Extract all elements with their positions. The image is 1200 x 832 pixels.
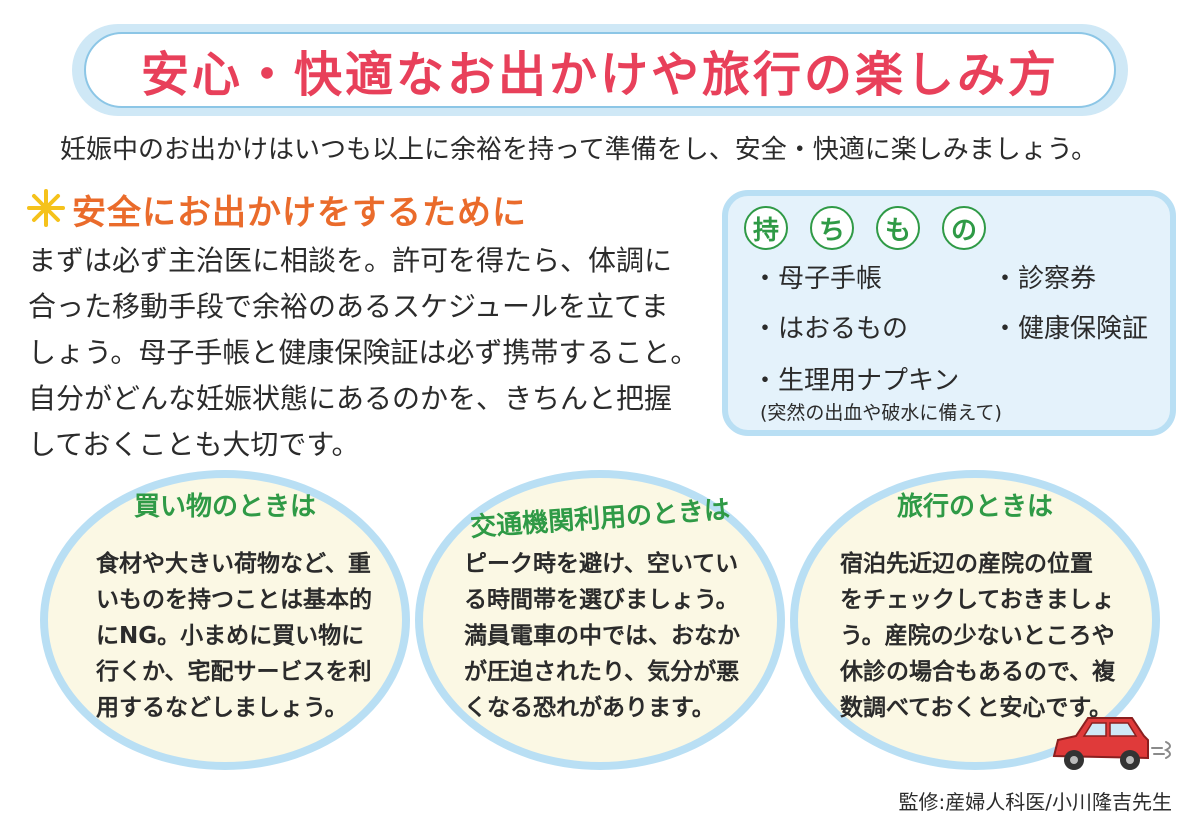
shopping-line: 用するなどしましょう。 xyxy=(96,695,348,721)
belongings-title-char: ち xyxy=(810,206,854,250)
safety-line: しょう。母子手帳と健康保険証は必ず携帯すること。 xyxy=(28,336,699,369)
safety-heading: 安全にお出かけをするために xyxy=(72,193,527,233)
travel-line: 数調べておくと安心です。 xyxy=(840,695,1113,721)
transport-line: ピーク時を避け、空いてい xyxy=(464,551,739,577)
intro-text: 妊娠中のお出かけはいつも以上に余裕を持って準備をし、安全・快適に楽しみましょう。 xyxy=(60,135,1098,165)
page-title: 安心・快適なお出かけや旅行の楽しみ方 xyxy=(140,47,1059,103)
transport-line: が圧迫されたり、気分が悪 xyxy=(464,659,740,685)
safety-line: 自分がどんな妊娠状態にあるのかを、きちんと把握 xyxy=(28,382,673,415)
car-icon xyxy=(1052,717,1171,770)
shopping-title: 買い物のときは xyxy=(133,492,316,522)
shopping-line: 行くか、宅配サービスを利 xyxy=(96,659,372,685)
belongings-title-char: も xyxy=(876,206,920,250)
transport-text: ピーク時を避け、空いてい る時間帯を選びましょう。 満員電車の中では、おなか が… xyxy=(464,546,740,726)
travel-line: う。産院の少ないところや xyxy=(840,623,1115,649)
sun-icon xyxy=(27,189,65,227)
travel-line: 休診の場合もあるので、複 xyxy=(840,659,1116,685)
belongings-item: ・母子手帳 xyxy=(752,264,883,294)
safety-body: まずは必ず主治医に相談を。許可を得たら、体調に 合った移動手段で余裕のあるスケジ… xyxy=(28,238,708,468)
safety-line: しておくことも大切です。 xyxy=(28,428,360,461)
shopping-text: 食材や大きい荷物など、重 いものを持つことは基本的 にNG。小まめに買い物に 行… xyxy=(96,546,372,726)
travel-line: をチェックしておきましょ xyxy=(840,587,1115,613)
shopping-bubble xyxy=(40,470,410,770)
belongings-item: ・健康保険証 xyxy=(992,314,1149,344)
shopping-line: にNG。小まめに買い物に xyxy=(96,623,365,649)
travel-line: 宿泊先近辺の産院の位置 xyxy=(840,551,1093,577)
belongings-title-char: の xyxy=(942,206,986,250)
shopping-line: 食材や大きい荷物など、重 xyxy=(96,551,371,577)
belongings-item: ・生理用ナプキン xyxy=(752,366,960,396)
transport-line: くなる恐れがあります。 xyxy=(464,695,715,721)
safety-line: まずは必ず主治医に相談を。許可を得たら、体調に xyxy=(28,244,673,277)
supervisor-credit: 監修:産婦人科医/小川隆吉先生 xyxy=(898,790,1172,814)
transport-line: 満員電車の中では、おなか xyxy=(464,623,740,649)
transport-line: る時間帯を選びましょう。 xyxy=(464,587,739,613)
belongings-note: (突然の出血や破水に備えて) xyxy=(760,402,1002,424)
safety-line: 合った移動手段で余裕のあるスケジュールを立てま xyxy=(28,290,669,323)
belongings-item: ・はおるもの xyxy=(752,314,909,344)
belongings-title-char: 持 xyxy=(744,206,788,250)
belongings-title: 持 ち も の xyxy=(744,206,1008,250)
travel-text: 宿泊先近辺の産院の位置 をチェックしておきましょ う。産院の少ないところや 休診… xyxy=(840,546,1115,726)
title-banner: 安心・快適なお出かけや旅行の楽しみ方 xyxy=(84,32,1116,108)
belongings-item: ・診察券 xyxy=(992,264,1097,294)
travel-title: 旅行のときは xyxy=(896,492,1053,522)
transport-bubble xyxy=(415,470,785,770)
shopping-line: いものを持つことは基本的 xyxy=(96,587,372,613)
